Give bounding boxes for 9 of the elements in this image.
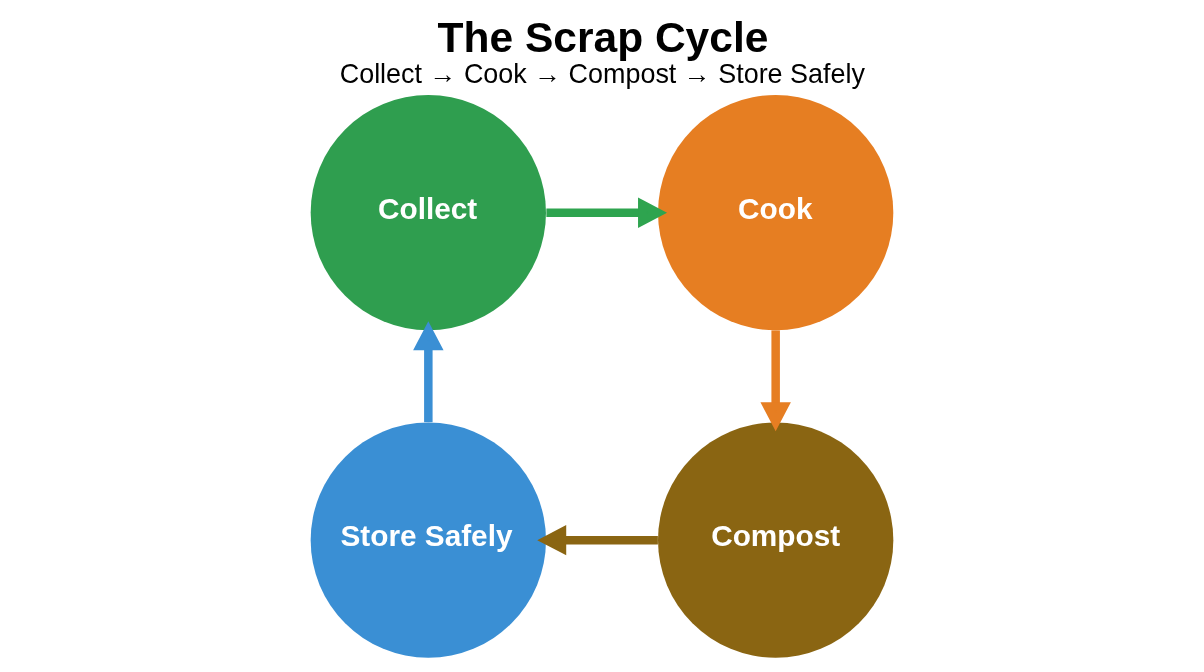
arrow (413, 321, 444, 423)
node-circle: Collect (310, 95, 546, 331)
arrow (760, 330, 791, 432)
node-circle: Store Safely (310, 422, 546, 658)
diagram-title: The Scrap Cycle (437, 14, 769, 62)
node-circle: Compost (658, 422, 894, 658)
arrow (537, 524, 658, 556)
arrow (546, 197, 668, 228)
node-circle: Cook (658, 95, 894, 331)
